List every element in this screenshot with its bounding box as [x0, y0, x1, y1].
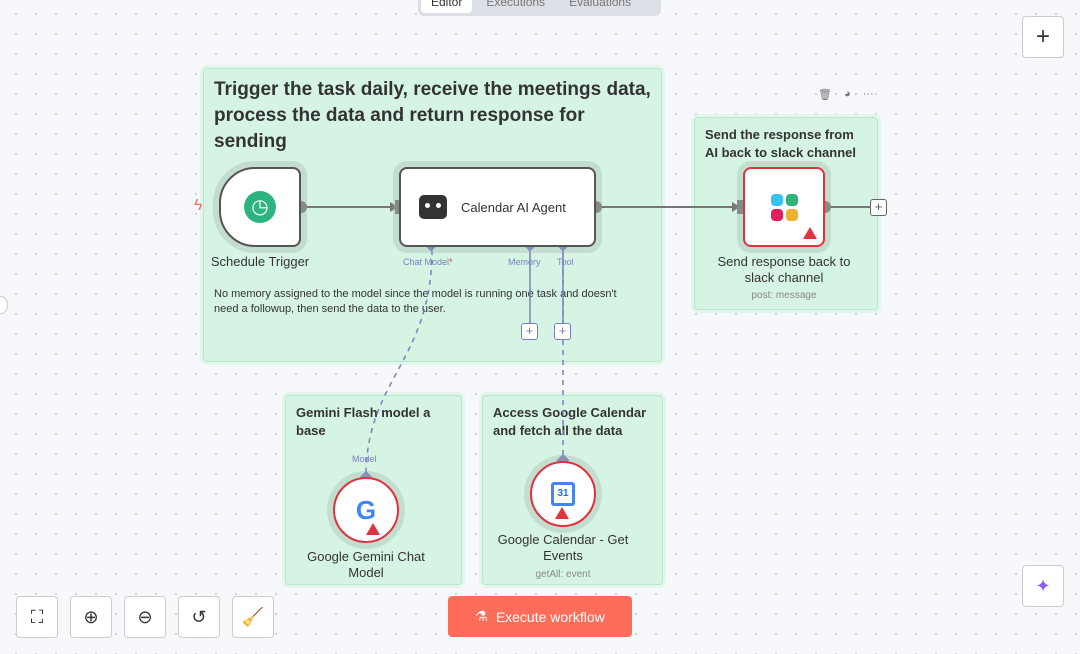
trash-icon[interactable]: 🗑	[818, 89, 832, 101]
sparkle-icon: ✦	[1035, 575, 1051, 596]
node-label: Google Gemini Chat Model	[307, 549, 425, 580]
schedule-trigger-node[interactable]: ◷	[219, 167, 301, 247]
sticky-note-text: No memory assigned to the model since th…	[214, 288, 617, 315]
add-memory-button[interactable]: +	[521, 323, 538, 340]
node-label: Google Calendar - Get Events	[497, 532, 629, 563]
memory-handle-label: Memory	[508, 257, 541, 267]
slack-node[interactable]	[743, 167, 825, 247]
palette-icon[interactable]: ◕	[843, 88, 851, 100]
sticky-title: Trigger the task daily, receive the meet…	[214, 79, 651, 152]
calendar-ai-agent-node[interactable]: Calendar AI Agent	[399, 167, 596, 247]
slack-icon	[770, 193, 798, 221]
node-label: Send response back to slack channel	[717, 254, 851, 285]
model-handle-label: Model	[352, 454, 377, 464]
add-next-node-button[interactable]: +	[870, 199, 887, 216]
warning-icon	[555, 507, 569, 519]
tab-editor[interactable]: Editor	[421, 0, 473, 13]
tab-evaluations[interactable]: Evaluations	[569, 0, 632, 9]
warning-icon	[366, 523, 380, 535]
fit-view-button[interactable]: ⛶	[16, 596, 58, 638]
google-calendar-node[interactable]: 31	[530, 461, 596, 527]
trigger-bolt-icon: ϟ	[194, 197, 203, 214]
sticky-title: Gemini Flash model a base	[296, 405, 431, 438]
execute-workflow-button[interactable]: ⚗ Execute workflow	[448, 596, 632, 637]
add-tool-button[interactable]: +	[554, 323, 571, 340]
sticky-title: Access Google Calendar and fetch all the…	[493, 405, 647, 438]
zoom-out-icon: ⊖	[137, 606, 153, 627]
broom-icon: 🧹	[241, 606, 265, 627]
tool-handle-label: Tool	[557, 257, 574, 267]
sticky-title: Send the response from AI back to slack …	[705, 127, 857, 160]
google-calendar-icon: 31	[551, 482, 575, 506]
execute-label: Execute workflow	[495, 608, 605, 625]
warning-icon	[803, 227, 817, 239]
node-label: Schedule Trigger	[210, 254, 310, 269]
tab-executions[interactable]: Executions	[486, 0, 546, 9]
add-node-button[interactable]: +	[1022, 16, 1064, 58]
clock-icon: ◷	[244, 191, 276, 223]
flask-icon: ⚗	[475, 608, 488, 624]
view-tabs: Editor Executions Evaluations	[418, 0, 661, 16]
node-subtitle: post: message	[751, 290, 817, 301]
gemini-chat-model-node[interactable]: G	[333, 477, 399, 543]
google-icon: G	[355, 494, 377, 525]
chat-model-handle-label: Chat Model*	[403, 257, 453, 267]
node-label: Calendar AI Agent	[461, 199, 566, 215]
tidy-up-button[interactable]: 🧹	[232, 596, 274, 638]
zoom-out-button[interactable]: ⊖	[124, 596, 166, 638]
undo-icon: ↺	[191, 606, 207, 627]
sticky-actions: 🗑 ◕ ···	[818, 88, 874, 101]
zoom-in-button[interactable]: ⊕	[70, 596, 112, 638]
more-icon[interactable]: ···	[862, 88, 874, 100]
reset-zoom-button[interactable]: ↺	[178, 596, 220, 638]
robot-icon	[419, 195, 447, 219]
node-subtitle: getAll: event	[535, 569, 591, 580]
fullscreen-icon: ⛶	[30, 606, 44, 627]
ai-assistant-button[interactable]: ✦	[1022, 565, 1064, 607]
zoom-in-icon: ⊕	[83, 606, 99, 627]
